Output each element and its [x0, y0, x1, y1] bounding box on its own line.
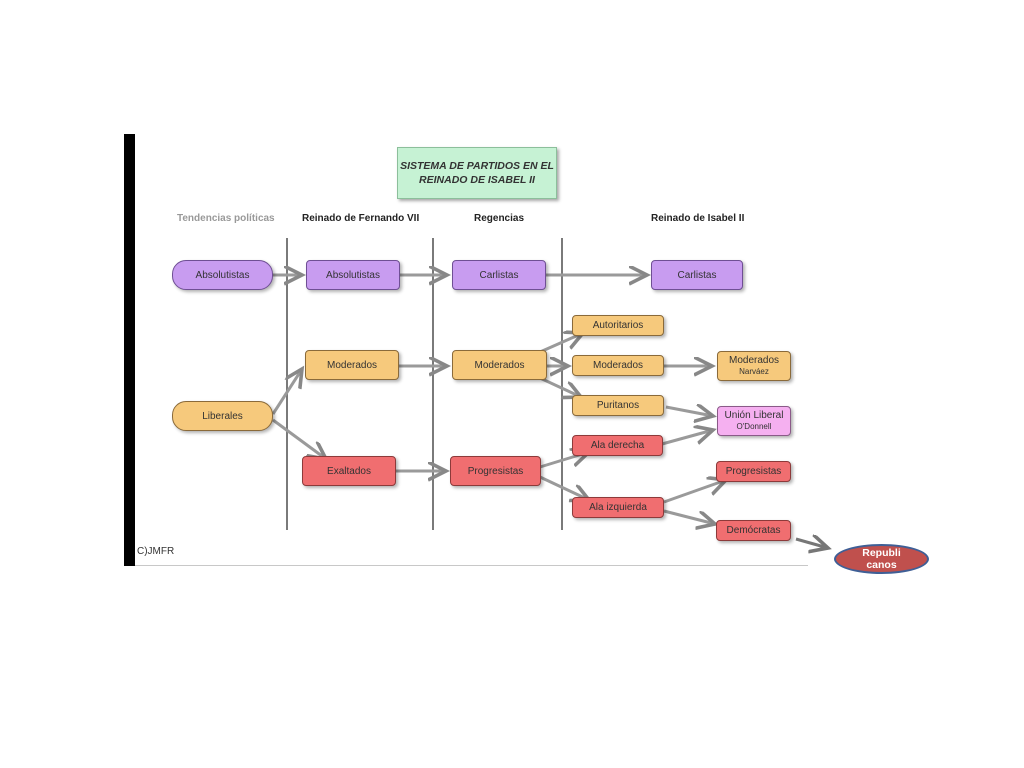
node-progresistas-final: Progresistas — [716, 461, 791, 482]
title-line-2: REINADO DE ISABEL II — [419, 174, 535, 186]
node-progresistas-regencias: Progresistas — [450, 456, 541, 486]
bottom-divider — [135, 565, 808, 566]
node-union-liberal-name: Unión Liberal — [724, 410, 784, 421]
node-union-liberal: Unión Liberal O'Donnell — [717, 406, 791, 436]
node-ala-derecha: Ala derecha — [572, 435, 663, 456]
arrow-izquierda-to-progresistas — [663, 480, 726, 504]
arrow-liberales-to-exaltados — [272, 418, 326, 459]
node-absolutistas-tendencias: Absolutistas — [172, 260, 273, 290]
node-carlistas-isabel: Carlistas — [651, 260, 743, 290]
copyright-label: C)JMFR — [137, 546, 175, 557]
node-union-liberal-leader: O'Donnell — [736, 422, 772, 431]
node-moderados-regencias: Moderados — [452, 350, 547, 380]
node-moderados-narvaez-leader: Narváez — [739, 367, 769, 376]
node-moderados-narvaez: Moderados Narváez — [717, 351, 791, 381]
column-divider-2 — [432, 238, 434, 530]
republicanos-line-1: Republi — [862, 547, 901, 559]
column-header-isabel: Reinado de Isabel II — [651, 213, 745, 224]
node-ala-izquierda: Ala izquierda — [572, 497, 664, 518]
arrow-derecha-to-union — [661, 430, 713, 446]
column-header-fernando: Reinado de Fernando VII — [302, 213, 420, 224]
column-header-regencias: Regencias — [474, 213, 525, 224]
arrow-democratas-to-republicanos — [795, 539, 828, 548]
node-puritanos: Puritanos — [572, 395, 664, 416]
node-moderados-narvaez-name: Moderados — [728, 355, 780, 366]
diagram-title-box: SISTEMA DE PARTIDOS EN EL REINADO DE ISA… — [397, 147, 557, 199]
republicanos-line-2: canos — [866, 559, 897, 571]
node-liberales: Liberales — [172, 401, 273, 431]
node-moderados-fernando: Moderados — [305, 350, 399, 380]
node-autoritarios: Autoritarios — [572, 315, 664, 336]
left-border-bar — [124, 134, 135, 566]
arrow-puritanos-to-union — [665, 407, 713, 416]
node-carlistas-regencias: Carlistas — [452, 260, 546, 290]
node-absolutistas-fernando: Absolutistas — [306, 260, 400, 290]
node-exaltados: Exaltados — [302, 456, 396, 486]
column-divider-3 — [561, 238, 563, 530]
column-divider-1 — [286, 238, 288, 530]
node-republicanos: Republi canos — [834, 544, 929, 574]
arrow-liberales-to-moderados — [271, 369, 302, 415]
node-democratas: Demócratas — [716, 520, 791, 541]
title-line-1: SISTEMA DE PARTIDOS EN EL — [400, 160, 554, 172]
node-moderados-isabel: Moderados — [572, 355, 664, 376]
arrow-izquierda-to-democratas — [663, 509, 715, 524]
column-header-tendencias: Tendencias políticas — [177, 213, 275, 224]
